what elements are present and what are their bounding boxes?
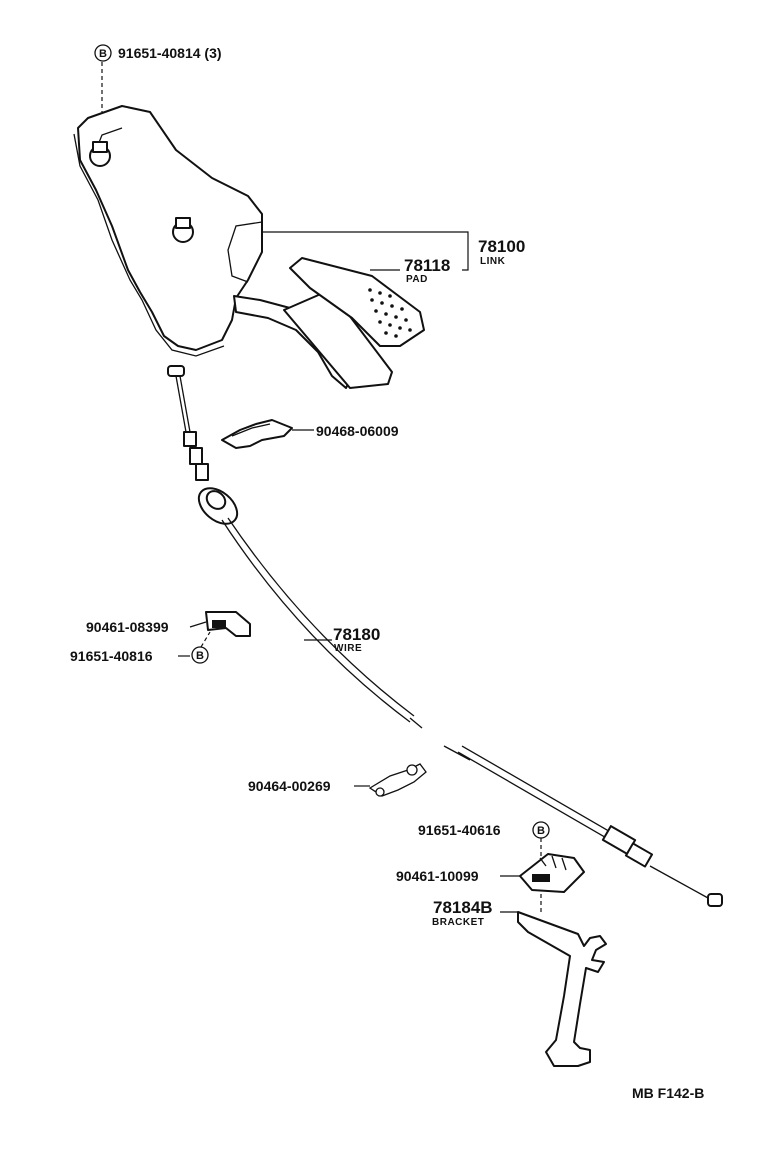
label-bracket: 78184B BRACKET	[432, 898, 493, 928]
clamp-mid-90461-08399	[205, 611, 251, 637]
clamp-lower-90461-10099	[519, 853, 585, 893]
bolt-top-badge: B	[99, 48, 107, 60]
pedal-link-housing	[73, 105, 263, 357]
throttle-wire-78180	[167, 365, 723, 907]
pad-name: PAD	[406, 274, 428, 285]
wire-name: WIRE	[334, 643, 362, 654]
pedal-pad-78118	[283, 257, 425, 389]
housing-bolt-lower	[172, 217, 194, 243]
b-badge-icon	[532, 821, 550, 839]
leader-lines	[101, 62, 542, 913]
wire-part-number: 78180	[333, 625, 380, 644]
bracket-78184b	[517, 911, 607, 1067]
bolt-lower-badge: B	[537, 825, 545, 837]
bolt-top-part-number: 91651-40814 (3)	[118, 45, 222, 61]
label-bolt-lower: 91651-40616 B	[418, 821, 550, 839]
clamp-mid-part-number: 90461-08399	[86, 619, 169, 635]
clamp-lower-part-number: 90461-10099	[396, 868, 479, 884]
bracket-part-number: 78184B	[433, 898, 493, 917]
link-part-number: 78100	[478, 237, 525, 256]
bolt-mid-badge: B	[196, 650, 204, 662]
housing-bolt-upper	[89, 141, 111, 167]
label-pad: 78118 PAD	[404, 256, 450, 285]
b-badge-icon	[94, 44, 112, 62]
label-bolt-top: B 91651-40814 (3)	[94, 44, 222, 62]
label-link: 78100 LINK	[478, 237, 525, 267]
label-wire: 78180 WIRE	[333, 625, 380, 654]
clip-lower-90464-00269	[368, 763, 427, 797]
clip-upper-90468-06009	[221, 419, 293, 449]
pad-part-number: 78118	[404, 256, 450, 275]
b-badge-icon	[191, 646, 209, 664]
bracket-name: BRACKET	[432, 917, 484, 928]
figure-code: MB F142-B	[632, 1085, 704, 1101]
label-bolt-mid: 91651-40816 B	[70, 646, 209, 664]
link-name: LINK	[480, 256, 506, 267]
clip-lower-part-number: 90464-00269	[248, 778, 331, 794]
clip-upper-part-number: 90468-06009	[316, 423, 399, 439]
bolt-mid-part-number: 91651-40816	[70, 648, 153, 664]
bolt-lower-part-number: 91651-40616	[418, 822, 501, 838]
